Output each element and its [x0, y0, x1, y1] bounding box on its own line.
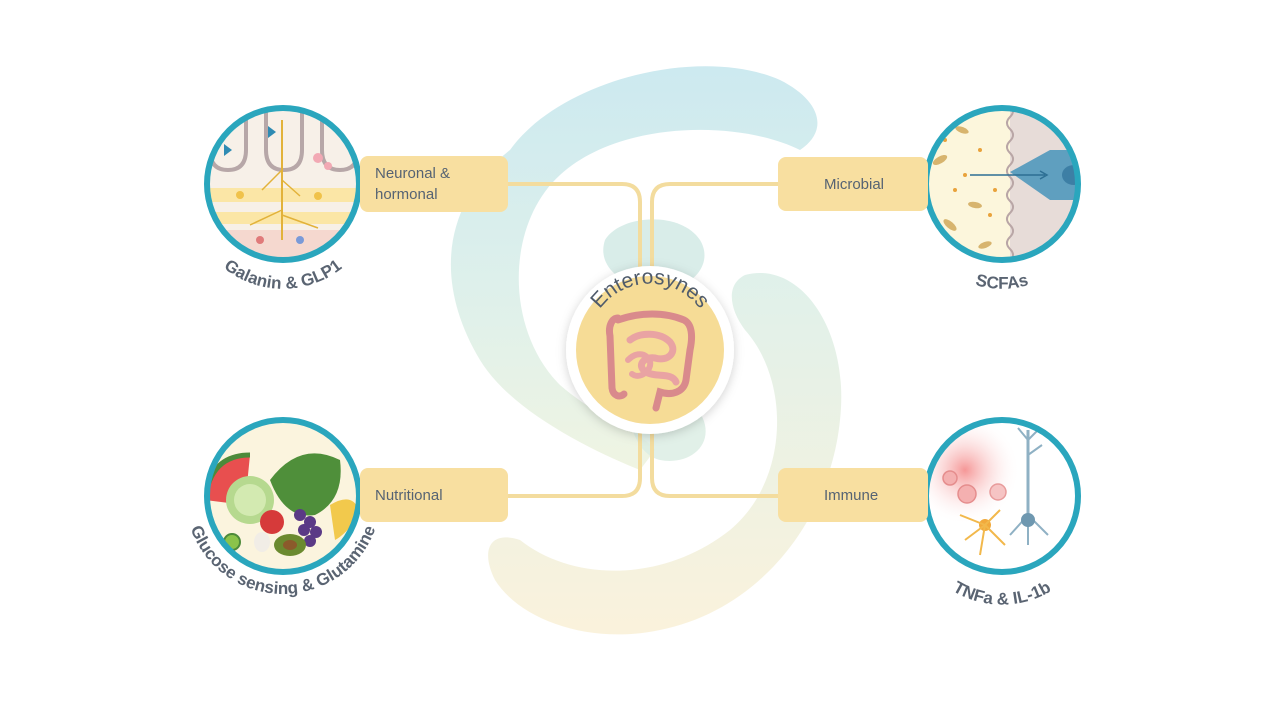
- label-microbial: Microbial: [778, 157, 928, 211]
- label-neuronal-hormonal: Neuronal & hormonal: [360, 156, 508, 212]
- nutritional-node: [201, 414, 365, 578]
- label-microbial-text: Microbial: [824, 175, 885, 193]
- label-neuronal-text: Neuronal & hormonal: [375, 165, 451, 203]
- microbial-node: [920, 102, 1084, 266]
- label-immune: Immune: [778, 468, 928, 522]
- label-immune-text: Immune: [824, 486, 879, 504]
- intestine-icon: [606, 310, 696, 412]
- label-nutritional-text: Nutritional: [375, 486, 443, 504]
- center-node: Enterosynes: [566, 265, 734, 434]
- fruits-vegetables-icon: [207, 420, 359, 572]
- villi-neuron-icon: [207, 108, 359, 260]
- immune-neuron-icon: [926, 420, 1078, 572]
- immune-node: [920, 414, 1084, 578]
- label-nutritional: Nutritional: [360, 468, 508, 522]
- caption-immune: TNFa & IL-1b: [950, 577, 1054, 608]
- connector-lines: [505, 182, 780, 498]
- neuronal-hormonal-node: [201, 102, 365, 266]
- caption-microbial: SCFAs: [974, 270, 1030, 292]
